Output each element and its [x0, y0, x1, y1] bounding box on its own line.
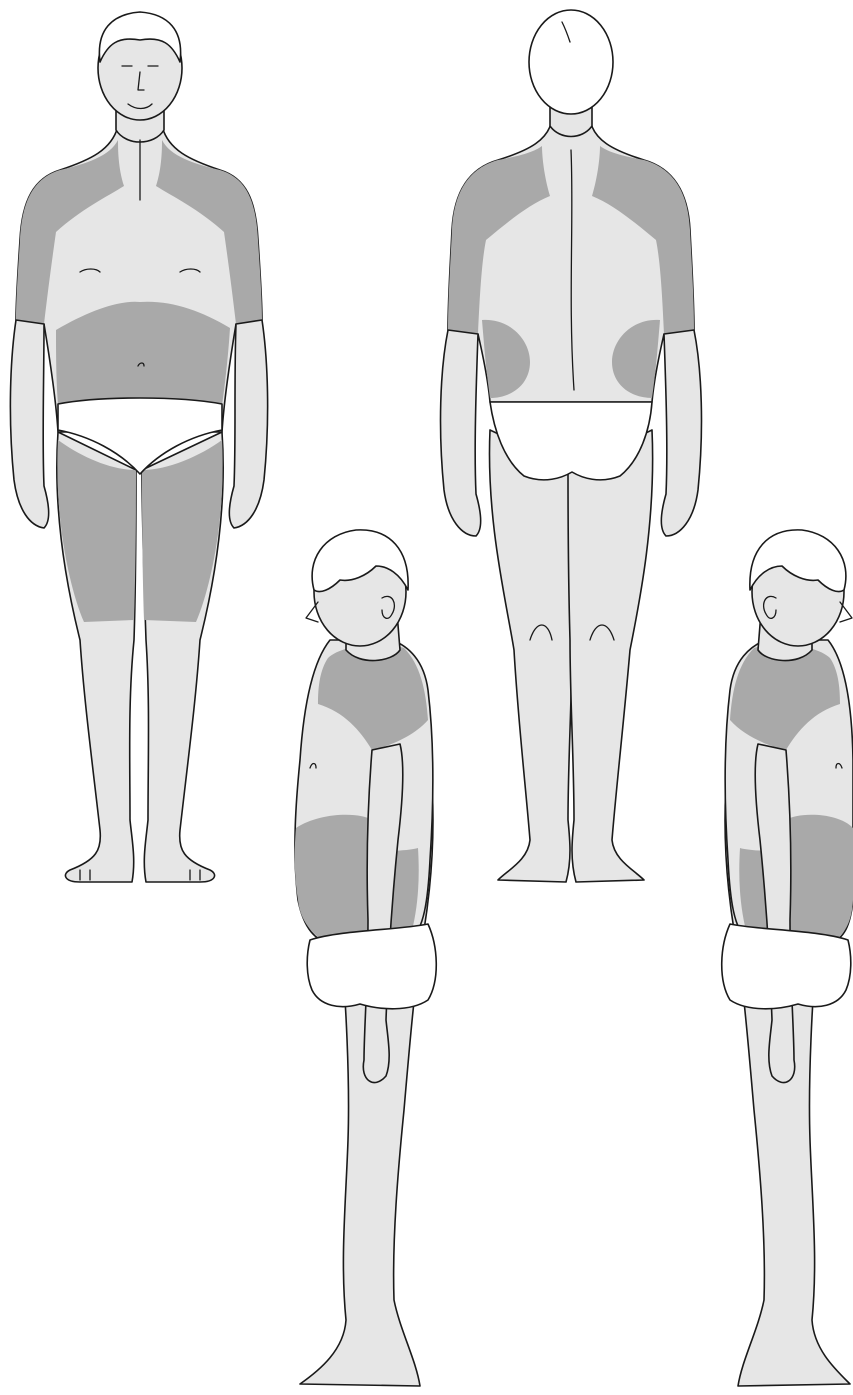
left-side-view-figure — [722, 530, 853, 1386]
right-side-view-figure — [295, 530, 437, 1386]
right-side-briefs — [307, 924, 436, 1009]
back-right-forearm — [441, 330, 481, 536]
back-left-leg — [568, 430, 653, 882]
front-right-forearm — [10, 320, 48, 528]
back-head — [529, 10, 613, 114]
front-view-figure — [10, 12, 267, 882]
back-left-forearm — [661, 330, 701, 536]
back-view-figure — [441, 10, 702, 882]
back-right-leg — [489, 430, 574, 882]
front-abdomen-shade — [56, 302, 230, 405]
left-side-briefs — [722, 924, 851, 1009]
front-left-forearm — [229, 320, 267, 528]
